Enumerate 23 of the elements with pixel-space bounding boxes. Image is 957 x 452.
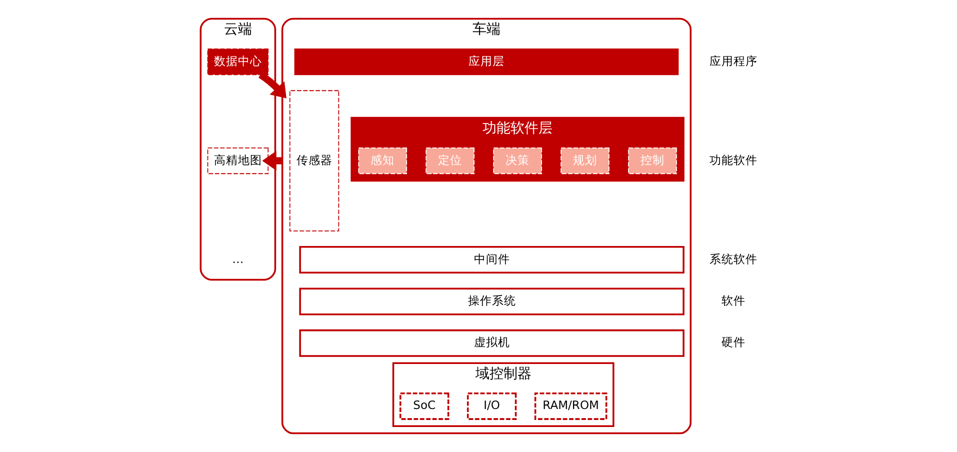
node-box: SoC [400, 392, 450, 420]
node-box: RAM/ROM [534, 392, 608, 420]
label: 应用程序 [709, 54, 758, 68]
node-box: 应用层 [294, 48, 679, 76]
label: 系统软件 [709, 252, 758, 266]
node-box: 控制 [628, 147, 677, 174]
node-box: 感知 [358, 147, 408, 174]
arrow [258, 72, 286, 98]
node-box: 定位 [426, 147, 474, 174]
node-box: 操作系统 [299, 288, 684, 316]
node-box: 虚拟机 [299, 329, 684, 357]
node-box: I/O [466, 392, 517, 420]
node-box: 规划 [560, 147, 610, 174]
node-box: 高精地图 [207, 147, 269, 174]
label: 硬件 [721, 335, 746, 350]
node-box: 中间件 [299, 246, 684, 274]
label: … [232, 252, 244, 266]
node-box: 决策 [493, 147, 542, 174]
label: 软件 [721, 293, 746, 308]
node-box: 数据中心 [207, 48, 269, 76]
arrow [262, 150, 282, 171]
node-box: 传感器 [289, 90, 340, 232]
label: 功能软件 [709, 152, 758, 167]
